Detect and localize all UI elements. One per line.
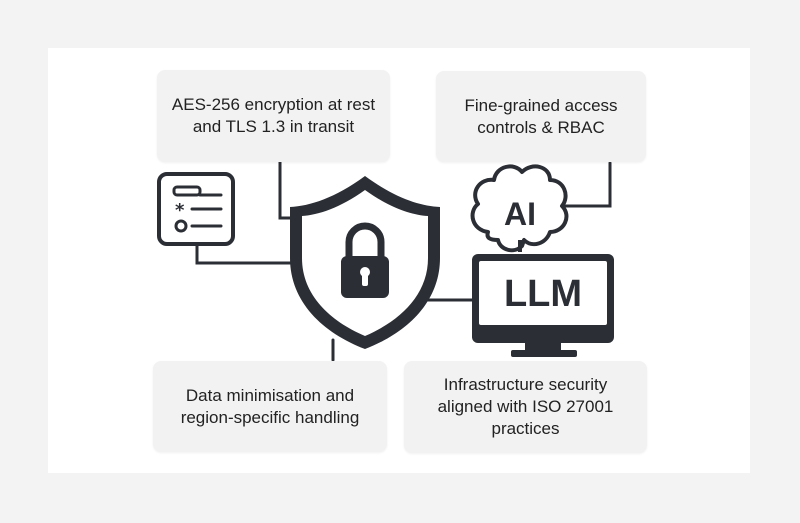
monitor-base [511,350,577,357]
connector-access [550,161,612,208]
monitor-llm-icon: LLM [472,254,614,357]
ai-label: AI [504,196,536,232]
connector-form [195,242,302,265]
monitor-stand [525,342,561,352]
infrastructure-security-text: Infrastructure security aligned with ISO… [437,375,614,438]
data-minimisation-text: Data minimisation and region-specific ha… [180,385,360,427]
brain-ai-icon: AI [470,164,569,253]
encryption-box: AES-256 encryption at rest and TLS 1.3 i… [157,70,390,162]
lock-shackle [345,222,385,258]
access-control-box: Fine-grained access controls & RBAC [436,71,646,162]
form-icon: * [157,172,235,246]
llm-label: LLM [504,273,582,315]
svg-text:*: * [175,200,185,221]
encryption-text: AES-256 encryption at rest and TLS 1.3 i… [171,95,376,136]
infrastructure-security-box: Infrastructure security aligned with ISO… [404,361,647,453]
access-control-text: Fine-grained access controls & RBAC [464,95,618,137]
shield-lock-icon [290,176,440,349]
data-minimisation-box: Data minimisation and region-specific ha… [153,361,387,452]
